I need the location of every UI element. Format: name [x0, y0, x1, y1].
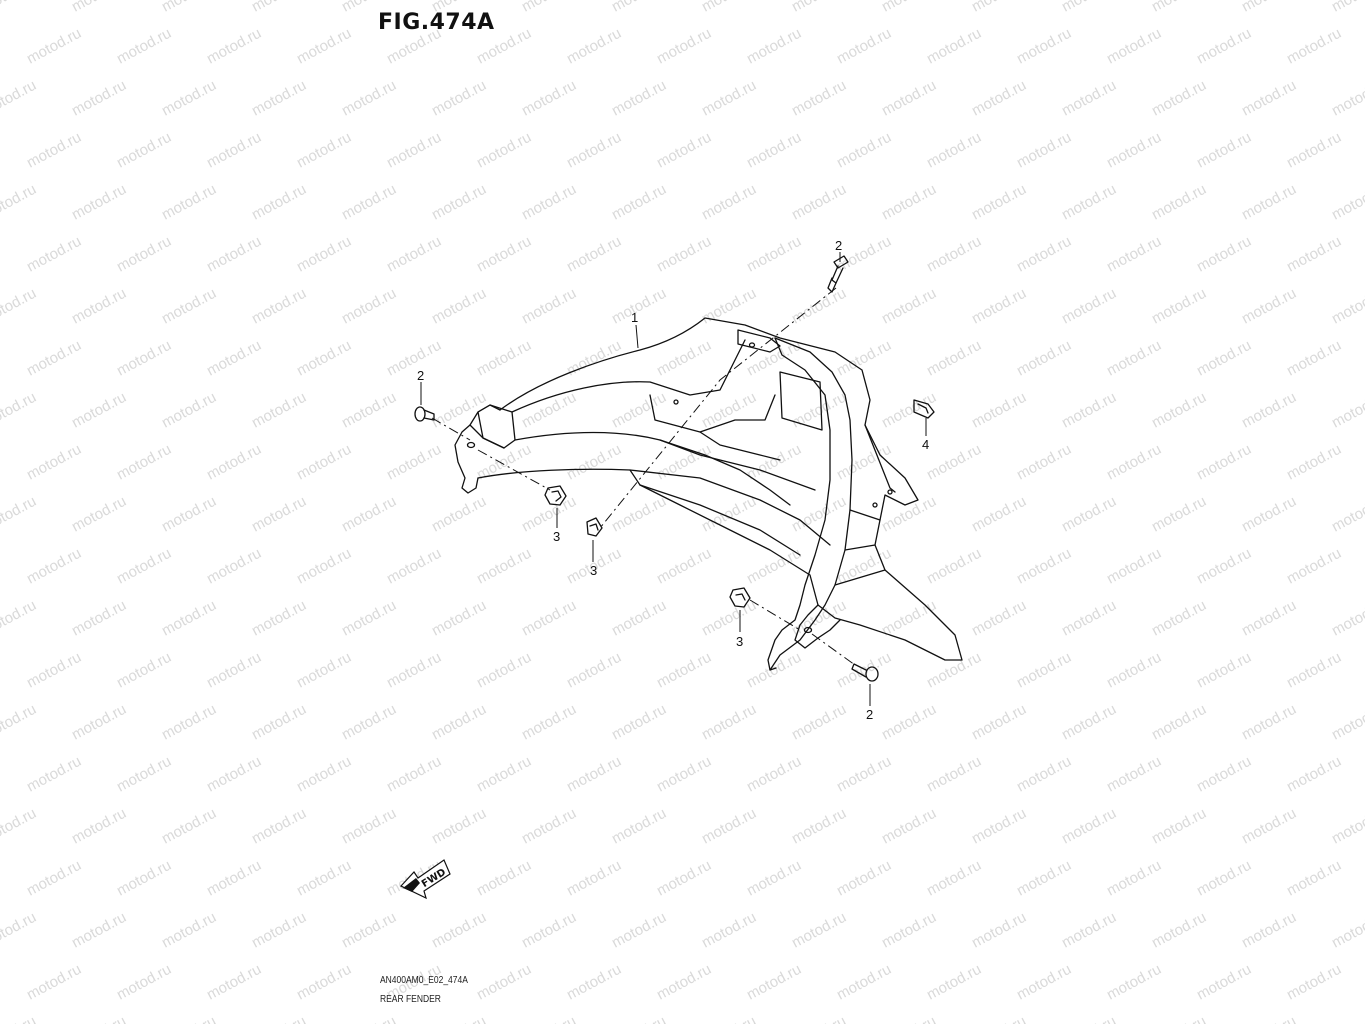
callout-3-right: 3: [736, 634, 743, 649]
callout-3-left: 3: [553, 529, 560, 544]
bolt-bottom: [851, 663, 879, 682]
figure-title: FIG.474A: [378, 10, 495, 35]
callout-2-bottom: 2: [866, 707, 873, 722]
callout-1-fender: 1: [631, 310, 638, 325]
callout-3-mid: 3: [590, 563, 597, 578]
figure-name: REAR FENDER: [380, 994, 441, 1005]
fwd-arrow-icon: FWD: [400, 859, 451, 900]
callout-2-top: 2: [835, 238, 842, 253]
bolt-top: [827, 255, 849, 293]
nut-mid: [586, 517, 603, 537]
figure-code: AN400AM0_E02_474A: [380, 975, 468, 986]
callout-4-clip: 4: [922, 437, 929, 452]
nut-right: [729, 587, 751, 608]
rear-fender-part: [454, 317, 963, 671]
bolt-left: [414, 406, 435, 422]
clip-part: [913, 399, 935, 419]
nut-left: [544, 485, 567, 506]
callout-2-left: 2: [417, 368, 424, 383]
